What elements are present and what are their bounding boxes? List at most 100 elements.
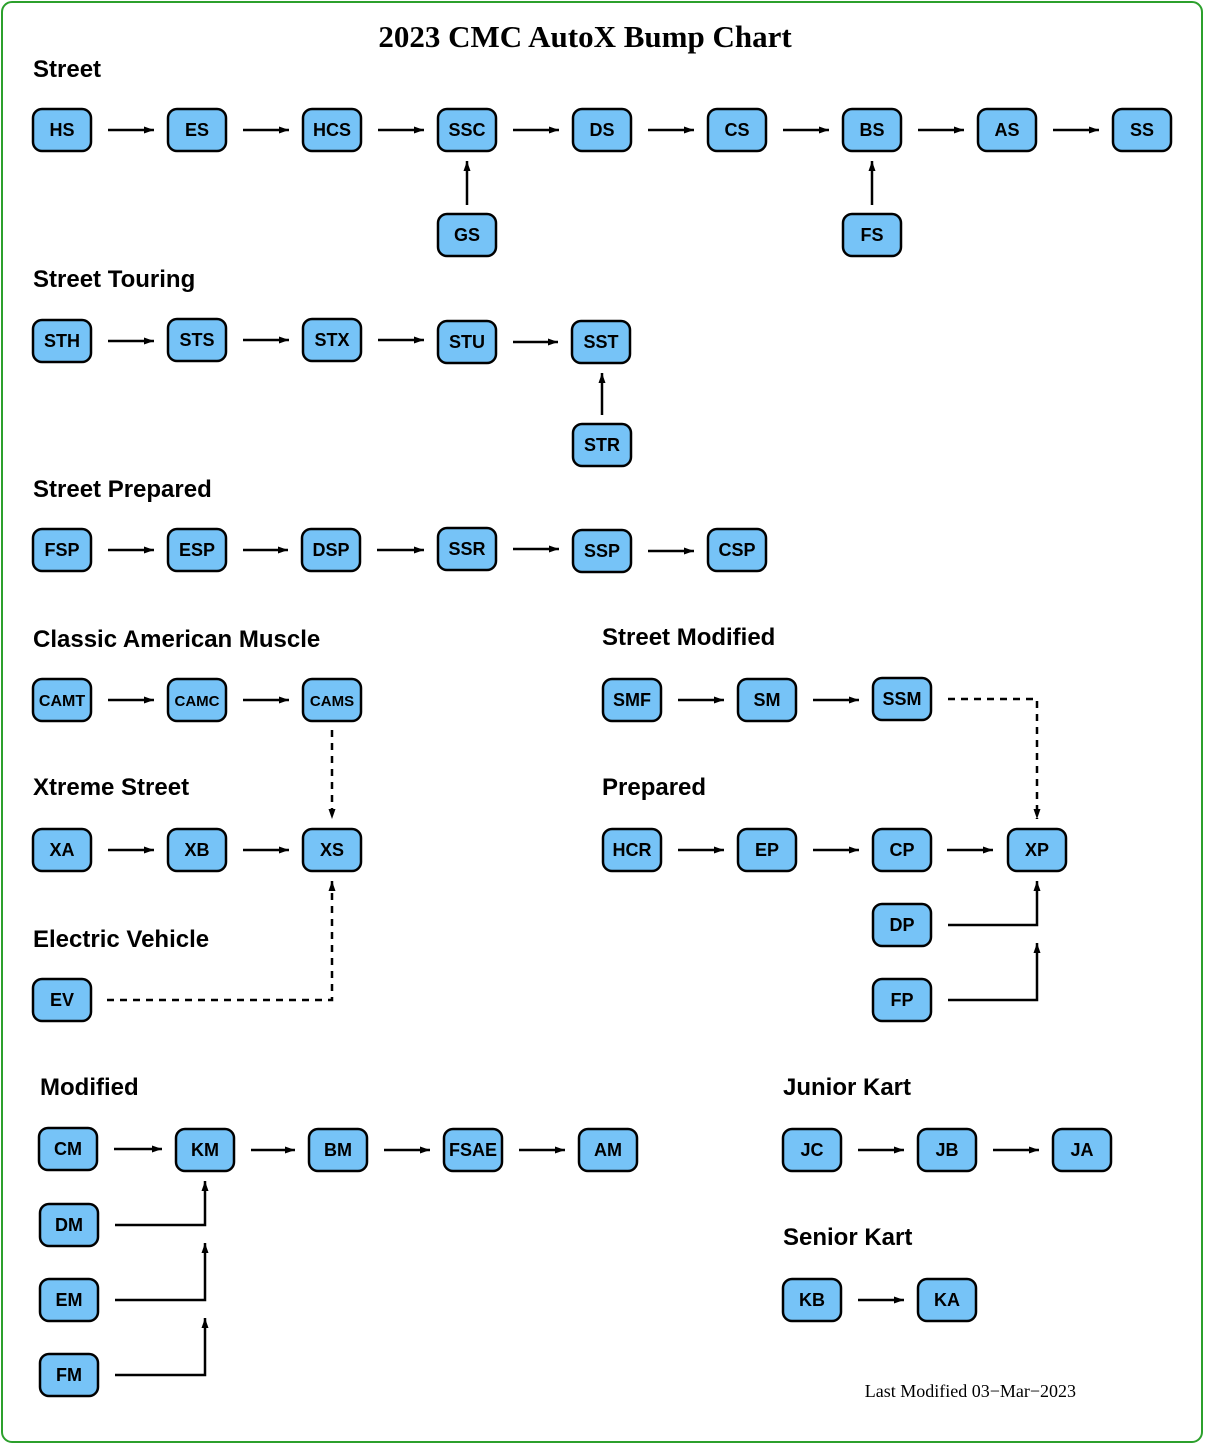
class-box-bs: BS (841, 107, 903, 153)
class-label-stu: STU (449, 332, 485, 352)
class-box-fsae: FSAE (442, 1127, 504, 1173)
class-box-cams: CAMS (301, 677, 363, 723)
bump-arrow-ev-to-xs (107, 881, 336, 1002)
class-box-fs: FS (841, 212, 903, 258)
class-box-shape (436, 212, 498, 258)
class-box-shape (38, 1277, 100, 1323)
class-box-bm: BM (307, 1127, 369, 1173)
class-box-ssp: SSP (571, 528, 633, 574)
class-box-shape (841, 212, 903, 258)
class-label-cp: CP (889, 840, 914, 860)
class-label-xp: XP (1025, 840, 1049, 860)
bump-arrow-dm-to-km (115, 1181, 209, 1227)
class-box-dp: DP (871, 902, 933, 948)
class-label-ss: SS (1130, 120, 1154, 140)
class-box-shape (436, 107, 498, 153)
class-box-as: AS (976, 107, 1038, 153)
class-label-km: KM (191, 1140, 219, 1160)
section-xtreme-street: Xtreme Street (33, 774, 189, 801)
class-box-shape (38, 1352, 100, 1398)
class-label-dm: DM (55, 1215, 83, 1235)
class-box-shape (301, 677, 363, 723)
class-label-ka: KA (934, 1290, 960, 1310)
class-box-shape (436, 526, 498, 572)
class-box-shape (577, 1127, 639, 1173)
class-box-stx: STX (301, 317, 363, 363)
class-label-stx: STX (314, 330, 349, 350)
class-label-fm: FM (56, 1365, 82, 1385)
class-box-xp: XP (1006, 827, 1068, 873)
class-box-hcr: HCR (601, 827, 663, 873)
class-box-shape (1051, 1127, 1113, 1173)
section-prepared: Prepared (602, 774, 706, 801)
class-box-shape (1006, 827, 1068, 873)
class-box-ss: SS (1111, 107, 1173, 153)
class-label-camc: CAMC (175, 693, 220, 710)
class-box-shape (31, 527, 93, 573)
section-street-modified: Street Modified (602, 624, 775, 651)
class-box-shape (871, 977, 933, 1023)
class-box-dsp: DSP (300, 527, 362, 573)
class-box-stu: STU (436, 319, 498, 365)
class-box-shape (436, 319, 498, 365)
class-label-dp: DP (889, 915, 914, 935)
class-label-jb: JB (935, 1140, 958, 1160)
class-box-fsp: FSP (31, 527, 93, 573)
class-box-camt: CAMT (31, 677, 93, 723)
class-box-camc: CAMC (166, 677, 228, 723)
class-box-ja: JA (1051, 1127, 1113, 1173)
class-box-sst: SST (570, 319, 632, 365)
class-box-shape (31, 107, 93, 153)
class-box-shape (31, 677, 93, 723)
class-label-xa: XA (49, 840, 74, 860)
class-box-km: KM (174, 1127, 236, 1173)
class-box-shape (307, 1127, 369, 1173)
class-box-shape (571, 107, 633, 153)
class-box-shape (37, 1126, 99, 1172)
last-modified-note: Last Modified 03−Mar−2023 (865, 1381, 1076, 1401)
class-box-em: EM (38, 1277, 100, 1323)
class-box-shape (166, 677, 228, 723)
class-box-xb: XB (166, 827, 228, 873)
class-label-es: ES (185, 120, 209, 140)
class-box-cm: CM (37, 1126, 99, 1172)
class-box-shape (871, 827, 933, 873)
class-box-es: ES (166, 107, 228, 153)
class-label-str: STR (584, 435, 620, 455)
bump-arrow-ssm-to-xp (948, 697, 1041, 819)
class-box-shape (571, 422, 633, 468)
section-electric-vehicle: Electric Vehicle (33, 926, 209, 953)
class-box-shape (841, 107, 903, 153)
class-label-bm: BM (324, 1140, 352, 1160)
class-label-cs: CS (724, 120, 749, 140)
section-street-prepared: Street Prepared (33, 476, 212, 503)
section-junior-kart: Junior Kart (783, 1074, 911, 1101)
class-box-smf: SMF (601, 677, 663, 723)
class-label-ev: EV (50, 990, 74, 1010)
class-box-shape (871, 902, 933, 948)
class-box-shape (976, 107, 1038, 153)
class-box-shape (31, 318, 93, 364)
class-box-shape (1111, 107, 1173, 153)
class-box-shape (571, 528, 633, 574)
class-label-gs: GS (454, 225, 480, 245)
class-box-shape (916, 1127, 978, 1173)
class-label-ssr: SSR (448, 539, 485, 559)
class-box-shape (166, 827, 228, 873)
class-label-fp: FP (890, 990, 913, 1010)
section-modified: Modified (40, 1074, 139, 1101)
class-label-fsae: FSAE (449, 1140, 497, 1160)
class-label-fsp: FSP (44, 540, 79, 560)
class-label-cams: CAMS (310, 693, 354, 710)
class-box-dm: DM (38, 1202, 100, 1248)
class-box-fm: FM (38, 1352, 100, 1398)
class-box-cs: CS (706, 107, 768, 153)
class-label-dsp: DSP (312, 540, 349, 560)
class-label-hcr: HCR (613, 840, 652, 860)
class-box-shape (31, 977, 93, 1023)
class-box-shape (916, 1277, 978, 1323)
class-box-fp: FP (871, 977, 933, 1023)
class-box-shape (871, 676, 933, 722)
